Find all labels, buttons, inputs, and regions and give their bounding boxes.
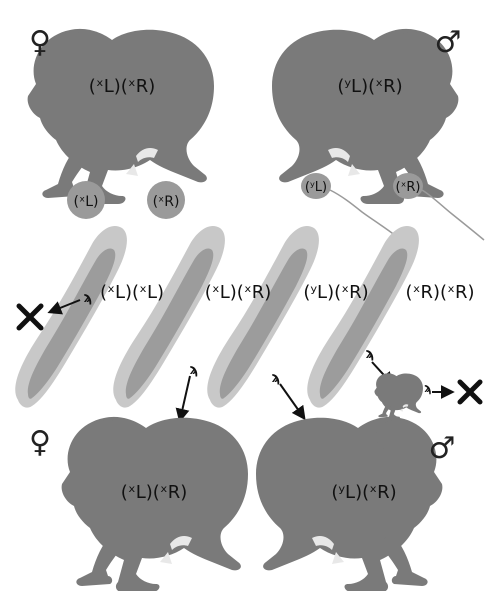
frog-silhouette-icon xyxy=(374,373,422,419)
parent-female-symbol-icon: ♀ xyxy=(29,25,51,60)
svg-text:ϡ: ϡ xyxy=(424,381,432,395)
svg-text:ϡ: ϡ xyxy=(272,370,281,386)
embryo-3-genotype: (ʸL)(ˣR) xyxy=(303,282,368,303)
offspring-male-genotype: (ʸL)(ˣR) xyxy=(331,482,396,503)
small-frog-fate-arrow: ϡ xyxy=(424,381,452,395)
svg-text:ϡ: ϡ xyxy=(366,346,375,362)
frog-silhouette-icon xyxy=(256,417,442,591)
embryo-2-genotype: (ˣL)(ˣR) xyxy=(205,282,272,303)
sperm-gamete-1: (ʸL) xyxy=(301,173,396,236)
embryo-3-fate-arrow: ϡ xyxy=(272,370,304,418)
frog-silhouette-icon xyxy=(62,417,248,591)
svg-text:ϡ: ϡ xyxy=(190,362,199,378)
offspring-female-genotype: (ˣL)(ˣR) xyxy=(121,482,188,503)
cross-icon xyxy=(460,382,480,402)
cross-icon xyxy=(19,306,41,328)
parent-female-frog xyxy=(28,29,214,204)
parent-male-genotype: (ʸL)(ˣR) xyxy=(337,76,402,97)
offspring-female-symbol-icon: ♀ xyxy=(29,425,51,460)
small-frog xyxy=(374,373,422,419)
parent-female-genotype: (ˣL)(ˣR) xyxy=(89,76,156,97)
parent-male-symbol-icon: ♂ xyxy=(435,25,462,60)
offspring-male-frog xyxy=(256,417,442,591)
frog-silhouette-icon xyxy=(272,29,458,204)
egg-gamete-2: (ˣR) xyxy=(147,181,185,219)
parent-male-frog xyxy=(272,29,458,204)
embryo-2-fate-arrow: ϡ xyxy=(180,362,198,420)
offspring-male-symbol-icon: ♂ xyxy=(429,431,456,466)
svg-text:ϡ: ϡ xyxy=(84,290,93,306)
sperm-gamete-label: (ʸL) xyxy=(305,180,327,195)
embryo-4-genotype: (ˣR)(ˣR) xyxy=(405,282,474,303)
embryo-1-genotype: (ˣL)(ˣL) xyxy=(100,282,164,303)
offspring-female-frog xyxy=(62,417,248,591)
egg-gamete-label: (ˣR) xyxy=(153,194,180,210)
egg-gamete-1: (ˣL) xyxy=(67,181,105,219)
embryo-3 xyxy=(207,226,319,408)
frog-silhouette-icon xyxy=(28,29,214,204)
egg-gamete-label: (ˣL) xyxy=(74,194,99,210)
embryo-2 xyxy=(113,226,225,408)
sperm-gamete-label: (ˣR) xyxy=(396,180,421,195)
